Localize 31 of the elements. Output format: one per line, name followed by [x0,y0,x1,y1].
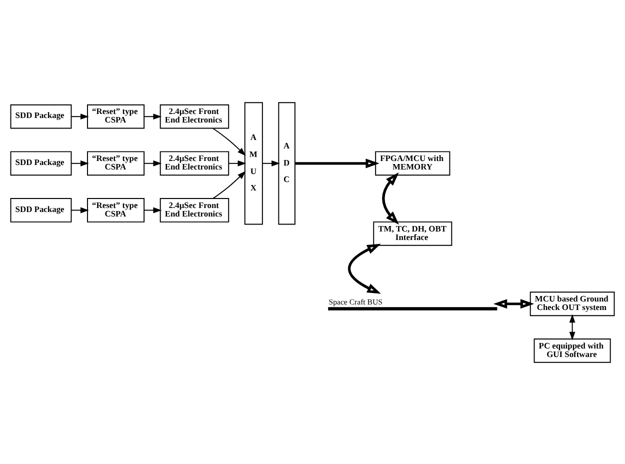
arrow [212,170,246,198]
node-box: MCU based Ground Check OUT system [530,291,615,316]
arrow [70,206,89,213]
node-box: “Reset” type CSPA [87,104,145,128]
node-box: PC equipped with GUI Software [534,338,611,362]
arrow [228,160,246,166]
arrow [348,243,381,294]
arrow [70,113,89,120]
node-box: A D C [278,102,296,224]
node-box [328,306,498,310]
arrow [144,206,162,213]
node-box: “Reset” type CSPA [87,150,145,176]
node-box: 2.4µSec Front End Electronics [160,150,230,176]
arrow [295,158,380,168]
node-box: 2.4µSec Front End Electronics [160,104,230,128]
arrow [493,298,534,308]
arrow [569,314,576,340]
node-box: SDD Package [10,104,72,128]
node-box: SDD Package [10,198,72,222]
arrow [382,172,400,224]
node-box: 2.4µSec Front End Electronics [160,198,230,222]
arrow [144,160,162,166]
node-box: “Reset” type CSPA [87,198,145,222]
node-box: TM, TC, DH, OBT Interface [373,220,452,246]
node-box: A M U X [244,102,263,224]
arrow [262,160,280,166]
arrow [212,127,246,156]
node-box: FPGA/MCU with MEMORY [375,150,450,176]
arrow [70,160,89,166]
arrow [144,113,162,120]
node-box: SDD Package [10,150,72,176]
